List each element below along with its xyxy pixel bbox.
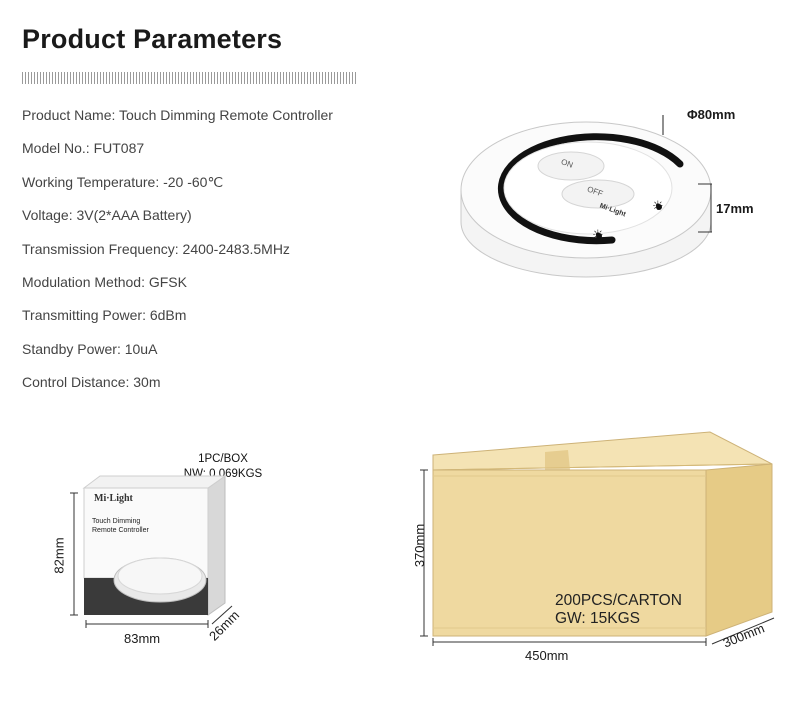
param-working-temperature: Working Temperature: -20 -60℃ [22, 173, 224, 190]
box-brand-logo: Mi·Light [94, 493, 133, 504]
brightness-icon: ☀ [652, 198, 664, 213]
param-control-distance: Control Distance: 30m [22, 374, 161, 391]
brightness-icon: ☀ [592, 227, 604, 242]
param-transmitting-power: Transmitting Power: 6dBm [22, 307, 187, 324]
remote-off-button: OFF [585, 184, 605, 199]
box-depth-label: 26mm [205, 607, 243, 644]
page-title: Product Parameters [22, 24, 283, 54]
parameter-list: Product Name: Touch Dimming Remote Contr… [22, 105, 333, 406]
carton-weight: GW: 15KGS [555, 610, 640, 627]
box-product-line2: Remote Controller [92, 527, 149, 534]
carton-quantity: 200PCS/CARTON [555, 592, 682, 609]
remote-on-button: ON [559, 157, 575, 170]
param-model: Model No.: FUT087 [22, 140, 145, 157]
remote-brand-logo: Mi·Light [598, 202, 627, 219]
decorative-divider [22, 72, 356, 84]
carton-height-label: 370mm [412, 523, 428, 568]
box-product-line1: Touch Dimming [92, 518, 141, 525]
remote-diameter-label: Φ80mm [687, 107, 736, 122]
param-modulation: Modulation Method: GFSK [22, 273, 187, 290]
box-weight: NW: 0.069KGS [183, 468, 263, 480]
param-frequency: Transmission Frequency: 2400-2483.5MHz [22, 240, 290, 257]
carton-depth-label: 300mm [720, 620, 767, 651]
param-standby-power: Standby Power: 10uA [22, 340, 158, 357]
box-height-label: 82mm [51, 537, 67, 574]
param-product-name: Product Name: Touch Dimming Remote Contr… [22, 107, 333, 123]
box-quantity: 1PC/BOX [198, 453, 248, 465]
param-voltage: Voltage: 3V(2*AAA Battery) [22, 207, 192, 224]
box-width-label: 83mm [124, 631, 161, 646]
carton-width-label: 450mm [525, 648, 569, 663]
remote-height-label: 17mm [716, 201, 754, 216]
